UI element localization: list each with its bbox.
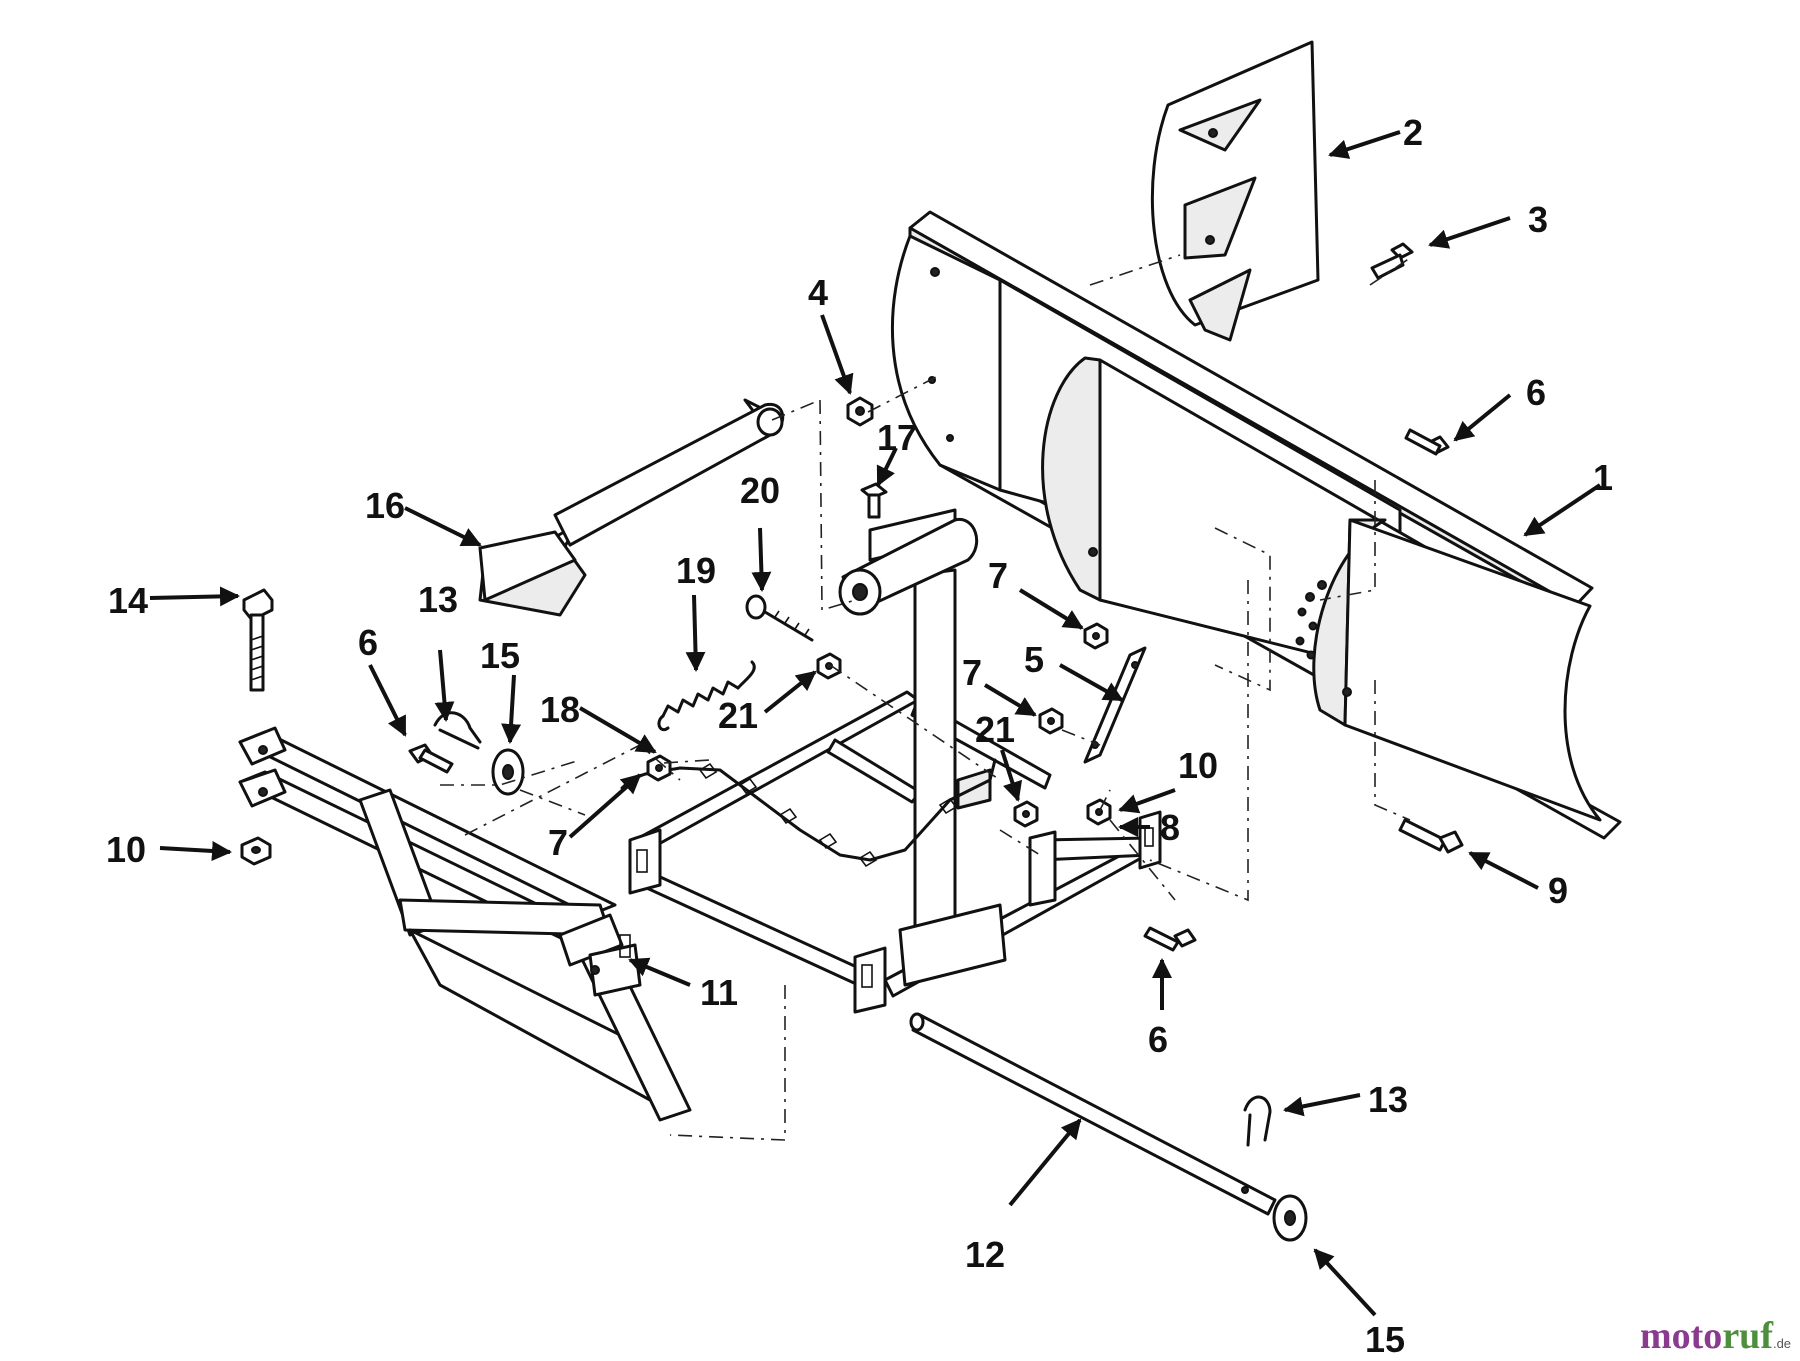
bolt-left	[408, 743, 454, 774]
long-bolt	[242, 588, 274, 692]
callout-10-left: 10	[106, 829, 146, 870]
callout-12: 12	[965, 1234, 1005, 1275]
callout-14: 14	[108, 580, 148, 621]
callout-arrows	[149, 130, 1602, 1317]
callout-2: 2	[1403, 112, 1423, 153]
callout-13-right: 13	[1368, 1079, 1408, 1120]
watermark-part2: ruf	[1722, 1315, 1774, 1357]
callout-16: 16	[365, 485, 405, 526]
callout-1: 1	[1593, 457, 1613, 498]
callout-20: 20	[740, 470, 780, 511]
callout-5: 5	[1024, 639, 1044, 680]
callout-7-left: 7	[548, 822, 568, 863]
nut-left	[240, 836, 272, 866]
callout-6-left: 6	[358, 622, 378, 663]
nut-7-right	[1083, 622, 1109, 650]
eye-bolt	[745, 594, 814, 642]
callout-15-right: 15	[1365, 1319, 1405, 1360]
nut-center-left	[646, 754, 672, 782]
lift-handle	[478, 398, 785, 617]
nut-10-right	[1086, 798, 1112, 826]
bolt-17	[860, 482, 888, 519]
spring	[657, 660, 756, 731]
nut-4	[846, 396, 874, 427]
blade	[890, 210, 1622, 840]
hair-pin-right	[1243, 1095, 1272, 1147]
callout-17: 17	[877, 417, 917, 458]
callout-18: 18	[540, 689, 580, 730]
bolt-3	[1370, 242, 1414, 280]
callout-7-mid: 7	[962, 652, 982, 693]
callout-13-left: 13	[418, 579, 458, 620]
callout-labels: 1 2 3 4 5 6 6 6 7 7 7 8 9 10 10 11 12 13…	[106, 112, 1613, 1360]
callout-6-right: 6	[1526, 372, 1546, 413]
callout-8: 8	[1160, 807, 1180, 848]
callout-19: 19	[676, 550, 716, 591]
callout-11: 11	[700, 972, 738, 1013]
bolt-6-right	[1404, 428, 1450, 456]
side-plate	[1150, 40, 1320, 342]
nut-21-lower	[1013, 800, 1039, 828]
watermark-logo: motoruf.de	[1640, 1315, 1791, 1357]
callout-3: 3	[1528, 199, 1548, 240]
bolt-9	[1398, 818, 1464, 854]
push-frame	[238, 726, 692, 1122]
watermark-suffix: .de	[1773, 1336, 1791, 1351]
callout-6-bottom: 6	[1148, 1019, 1168, 1060]
callout-10-right: 10	[1178, 745, 1218, 786]
nut-7-mid	[1038, 707, 1064, 735]
callout-15-left: 15	[480, 635, 520, 676]
bracket-5	[1083, 646, 1147, 764]
callout-7-right: 7	[988, 555, 1008, 596]
watermark-part1: moto	[1640, 1315, 1722, 1357]
callout-9: 9	[1548, 870, 1568, 911]
nut-21-upper	[816, 652, 842, 680]
washer-left	[491, 748, 525, 796]
pivot-rod	[909, 1012, 1277, 1216]
washer-right	[1272, 1194, 1308, 1242]
bolt-6-bottom	[1143, 926, 1197, 952]
hair-pin-left	[433, 711, 482, 750]
assembly-lines	[440, 254, 1411, 1141]
a-frame	[628, 508, 1162, 1014]
callout-21-right: 21	[975, 709, 1015, 750]
svg-text:motoruf.de: motoruf.de	[1640, 1315, 1791, 1357]
callout-4: 4	[808, 272, 828, 313]
callout-21-left: 21	[718, 695, 758, 736]
